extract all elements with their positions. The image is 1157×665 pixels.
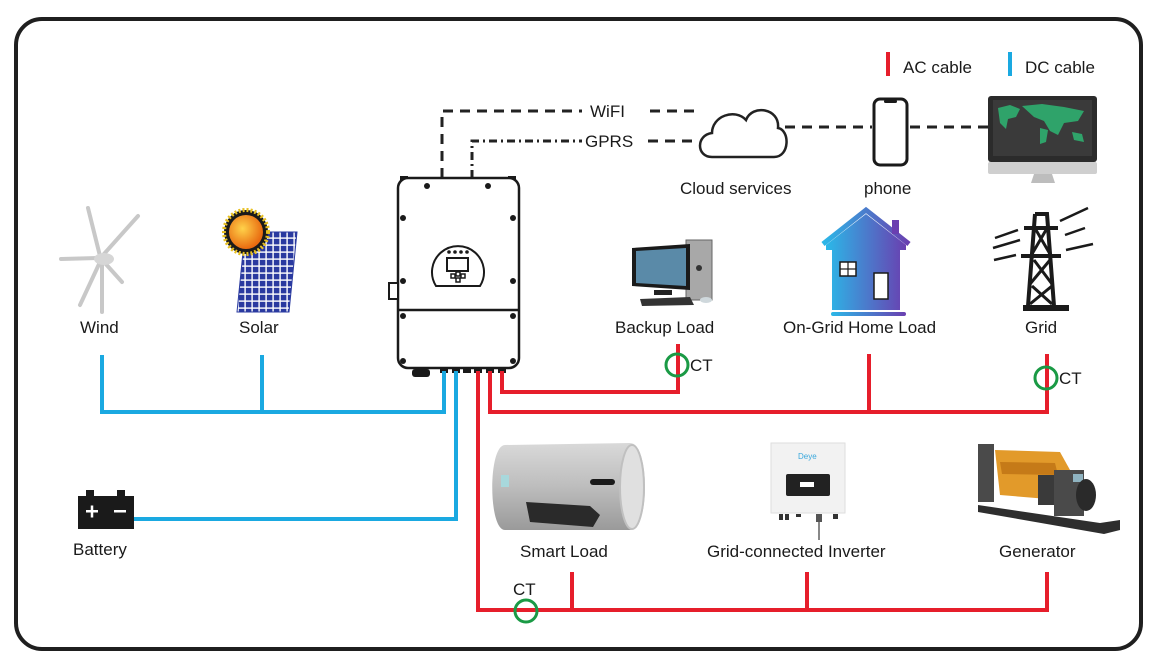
phone-label: phone [864, 179, 911, 198]
home-load-node: On-Grid Home Load [783, 206, 936, 337]
inverter-screen [446, 257, 469, 272]
ct-backup-label: CT [690, 356, 713, 375]
backup-load-label: Backup Load [615, 318, 714, 337]
battery-label: Battery [73, 540, 127, 559]
diagram-border [14, 17, 1143, 651]
wifi-label: WiFI [590, 102, 625, 121]
dc-cables [100, 355, 458, 521]
phone-icon [872, 97, 909, 167]
generator-node: Generator [978, 444, 1120, 561]
ct-backup-ring [664, 352, 690, 378]
ct-grid-label: CT [1059, 369, 1082, 388]
smart-load-label: Smart Load [520, 542, 608, 561]
monitor-node [988, 96, 1097, 183]
string-inverter-icon: Deye [770, 442, 846, 540]
generator-icon [978, 444, 1120, 534]
comm-links: WiFI GPRS [440, 102, 988, 178]
legend-ac-label: AC cable [903, 58, 972, 77]
ac-cables [476, 344, 1049, 612]
solar-label: Solar [239, 318, 279, 337]
grid-inverter-label: Grid-connected Inverter [707, 542, 886, 561]
wind-turbine-icon [59, 206, 140, 314]
wind-label: Wind [80, 318, 119, 337]
legend-ac-swatch [886, 52, 890, 76]
water-heater-icon [492, 443, 645, 530]
desktop-computer-icon [632, 239, 713, 306]
dc-cable-wind-solar [100, 355, 446, 414]
cloud-label: Cloud services [680, 179, 792, 198]
smart-load-node: Smart Load [492, 443, 645, 561]
monitor-icon [988, 96, 1097, 183]
legend: AC cable DC cable [886, 52, 1095, 77]
cloud-icon [698, 108, 788, 159]
legend-dc-label: DC cable [1025, 58, 1095, 77]
power-tower-icon [992, 206, 1094, 311]
hybrid-inverter [388, 176, 521, 377]
ac-cable-gen-bus [476, 371, 1049, 612]
gprs-label: GPRS [585, 132, 633, 151]
solar-panel-icon [222, 208, 298, 313]
cloud-node: Cloud services [680, 108, 792, 198]
battery-node: Battery [73, 490, 134, 559]
ct-sensors: CT CT CT [513, 352, 1082, 624]
home-load-label: On-Grid Home Load [783, 318, 936, 337]
ct-grid-ring [1033, 365, 1059, 391]
wifi-link [440, 109, 582, 178]
gprs-link [470, 139, 582, 178]
ct-smart-ring [513, 598, 539, 624]
wind-node: Wind [59, 206, 140, 337]
solar-node: Solar [222, 208, 298, 337]
ac-cable-grid [488, 354, 1049, 414]
house-icon [821, 206, 911, 316]
grid-label: Grid [1025, 318, 1057, 337]
grid-inverter-node: Deye Grid-connected Inverter [707, 442, 886, 561]
backup-load-node: Backup Load [615, 239, 714, 337]
generator-label: Generator [999, 542, 1076, 561]
ct-smart-label: CT [513, 580, 536, 599]
dc-cable-battery [133, 371, 458, 521]
legend-dc-swatch [1008, 52, 1012, 76]
grid-inverter-logo: Deye [798, 452, 817, 461]
phone-node: phone [864, 97, 911, 198]
grid-node: Grid [992, 206, 1094, 337]
battery-icon [78, 490, 134, 529]
ac-cable-backup [500, 344, 680, 394]
